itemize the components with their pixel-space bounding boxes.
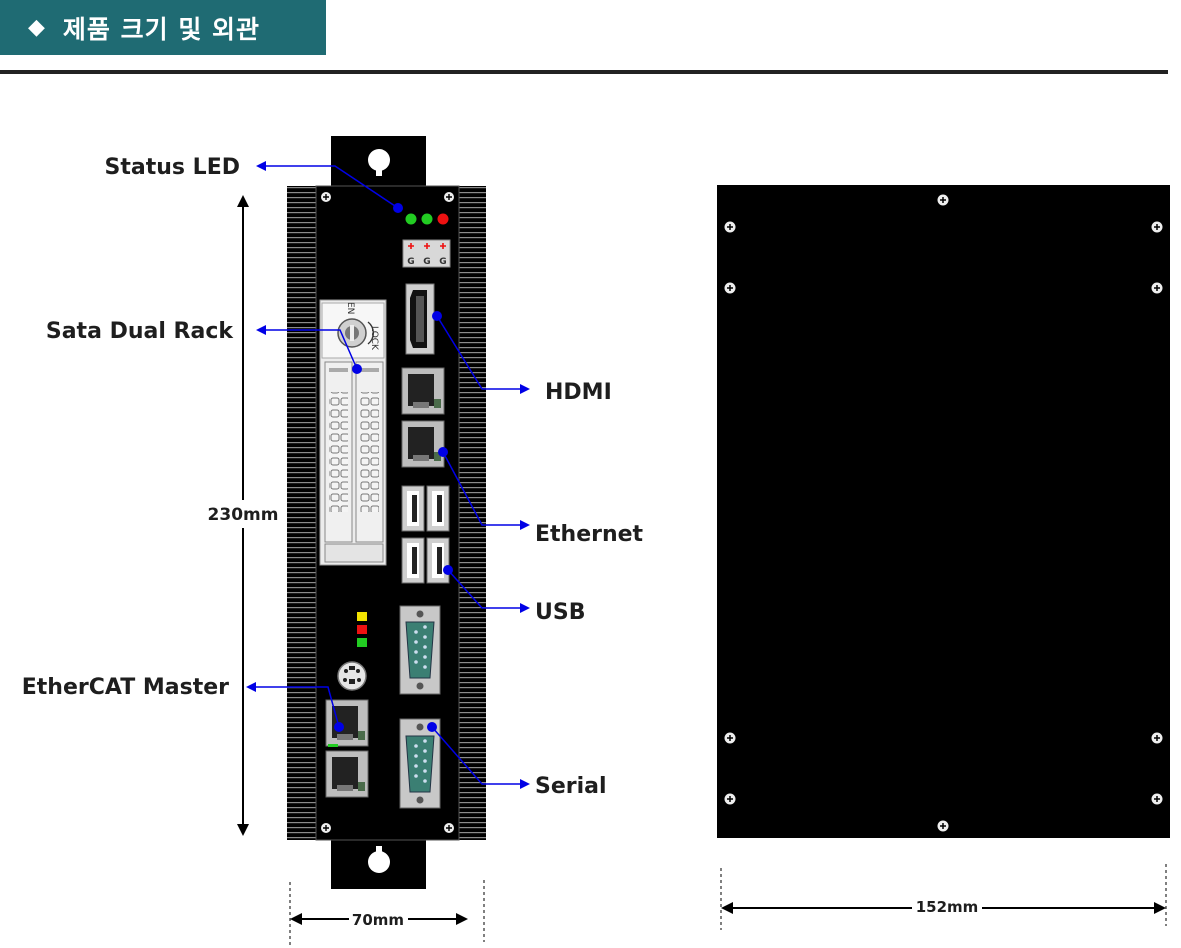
heatsink-fins-right — [457, 186, 486, 840]
usb-port — [401, 485, 425, 532]
label-ethercat-master: EtherCAT Master — [22, 675, 229, 700]
diamond-bullet-icon: ◆ — [28, 15, 45, 40]
mini-din-port — [337, 661, 367, 691]
callout-status-led — [256, 161, 399, 209]
power-terminal-block: G G G — [402, 239, 451, 268]
callout-dots — [334, 203, 453, 732]
screw-icon — [1151, 221, 1163, 233]
mounting-tab-bottom — [331, 835, 426, 889]
callout-ethernet — [442, 451, 530, 530]
label-ethernet: Ethernet — [535, 522, 644, 547]
ethercat-port — [325, 699, 369, 747]
screw-icon — [321, 192, 331, 202]
screw-icon — [444, 192, 454, 202]
depth-dimension-label: 152mm — [916, 898, 979, 916]
screw-icon — [937, 194, 949, 206]
section-title-bar: ◆ 제품 크기 및 외관 — [0, 0, 326, 55]
ethercat-leds — [357, 612, 367, 647]
callout-sata-dual-rack — [256, 325, 358, 370]
hdmi-port — [405, 283, 435, 355]
callout-lines — [246, 161, 530, 789]
front-view-device: G G G EN LOCK — [287, 136, 486, 889]
terminal-label: G — [423, 257, 430, 267]
terminal-label: G — [439, 257, 446, 267]
serial-port — [399, 718, 441, 809]
screw-icon — [724, 221, 736, 233]
screw-icon — [444, 823, 454, 833]
title-divider — [0, 70, 1168, 74]
screw-icon — [724, 282, 736, 294]
width-dimension: 70mm — [289, 880, 485, 946]
label-hdmi: HDMI — [545, 380, 612, 405]
label-status-led: Status LED — [105, 155, 240, 180]
callout-serial — [431, 726, 530, 789]
depth-dimension: 152mm — [720, 864, 1167, 930]
usb-port — [426, 485, 450, 532]
heatsink-fins-left — [287, 186, 318, 840]
serial-port — [399, 605, 441, 695]
ethernet-port — [401, 367, 445, 415]
usb-port — [426, 537, 450, 584]
callout-hdmi — [436, 315, 530, 394]
label-serial: Serial — [535, 774, 607, 799]
height-dimension-label: 230mm — [208, 505, 279, 525]
mounting-tab-top — [331, 136, 426, 192]
ethernet-port — [401, 420, 445, 468]
section-title: 제품 크기 및 외관 — [62, 14, 261, 44]
screw-icon — [724, 732, 736, 744]
label-sata-dual-rack: Sata Dual Rack — [46, 319, 235, 344]
sata-dual-rack: EN LOCK — [319, 299, 387, 566]
screw-icon — [1151, 793, 1163, 805]
rack-key-label: EN — [345, 302, 355, 314]
width-dimension-label: 70mm — [352, 911, 404, 929]
screw-icon — [937, 820, 949, 832]
height-dimension: 230mm — [208, 195, 279, 836]
screw-icon — [321, 823, 331, 833]
terminal-label: G — [407, 257, 414, 267]
callout-usb — [447, 569, 530, 613]
screw-icon — [724, 793, 736, 805]
screw-icon — [1151, 732, 1163, 744]
usb-port — [401, 537, 425, 584]
rack-key-label: LOCK — [369, 326, 379, 351]
status-leds — [405, 213, 449, 225]
screw-icon — [1151, 282, 1163, 294]
label-usb: USB — [535, 600, 585, 625]
side-view-device — [717, 185, 1170, 838]
callout-ethercat-master — [246, 682, 340, 728]
ethercat-port — [325, 750, 369, 798]
